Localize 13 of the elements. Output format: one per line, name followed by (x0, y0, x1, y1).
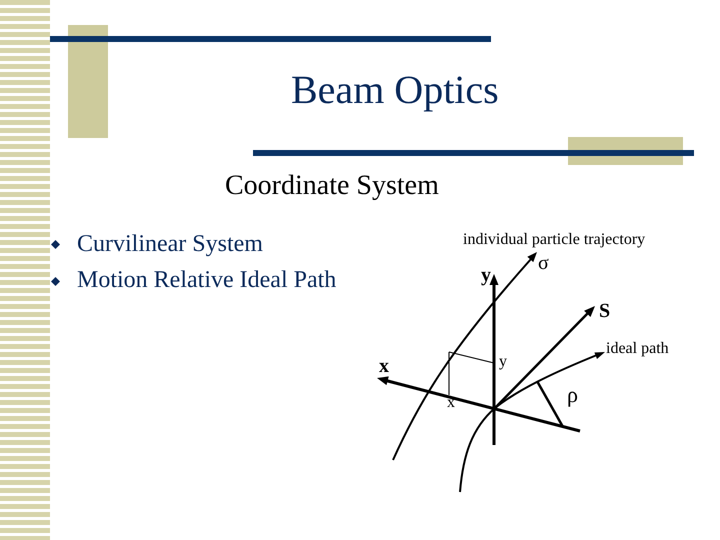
ideal-path-label: ideal path (606, 341, 669, 357)
bullet-text: Motion Relative Ideal Path (77, 268, 336, 292)
slide-title: Beam Optics (291, 70, 499, 110)
bullet-text: Curvilinear System (77, 232, 263, 256)
axis-label: S (599, 301, 610, 321)
axis-label: x (379, 356, 389, 376)
symbol-label: ρ (567, 384, 578, 406)
trajectory-label: individual particle trajectory (463, 232, 646, 248)
coordinate-label: x (447, 395, 455, 411)
symbol-label: σ (538, 253, 549, 273)
coordinate-label: y (499, 354, 507, 370)
slide-subtitle: Coordinate System (225, 172, 439, 200)
axis-label: y (481, 265, 491, 285)
